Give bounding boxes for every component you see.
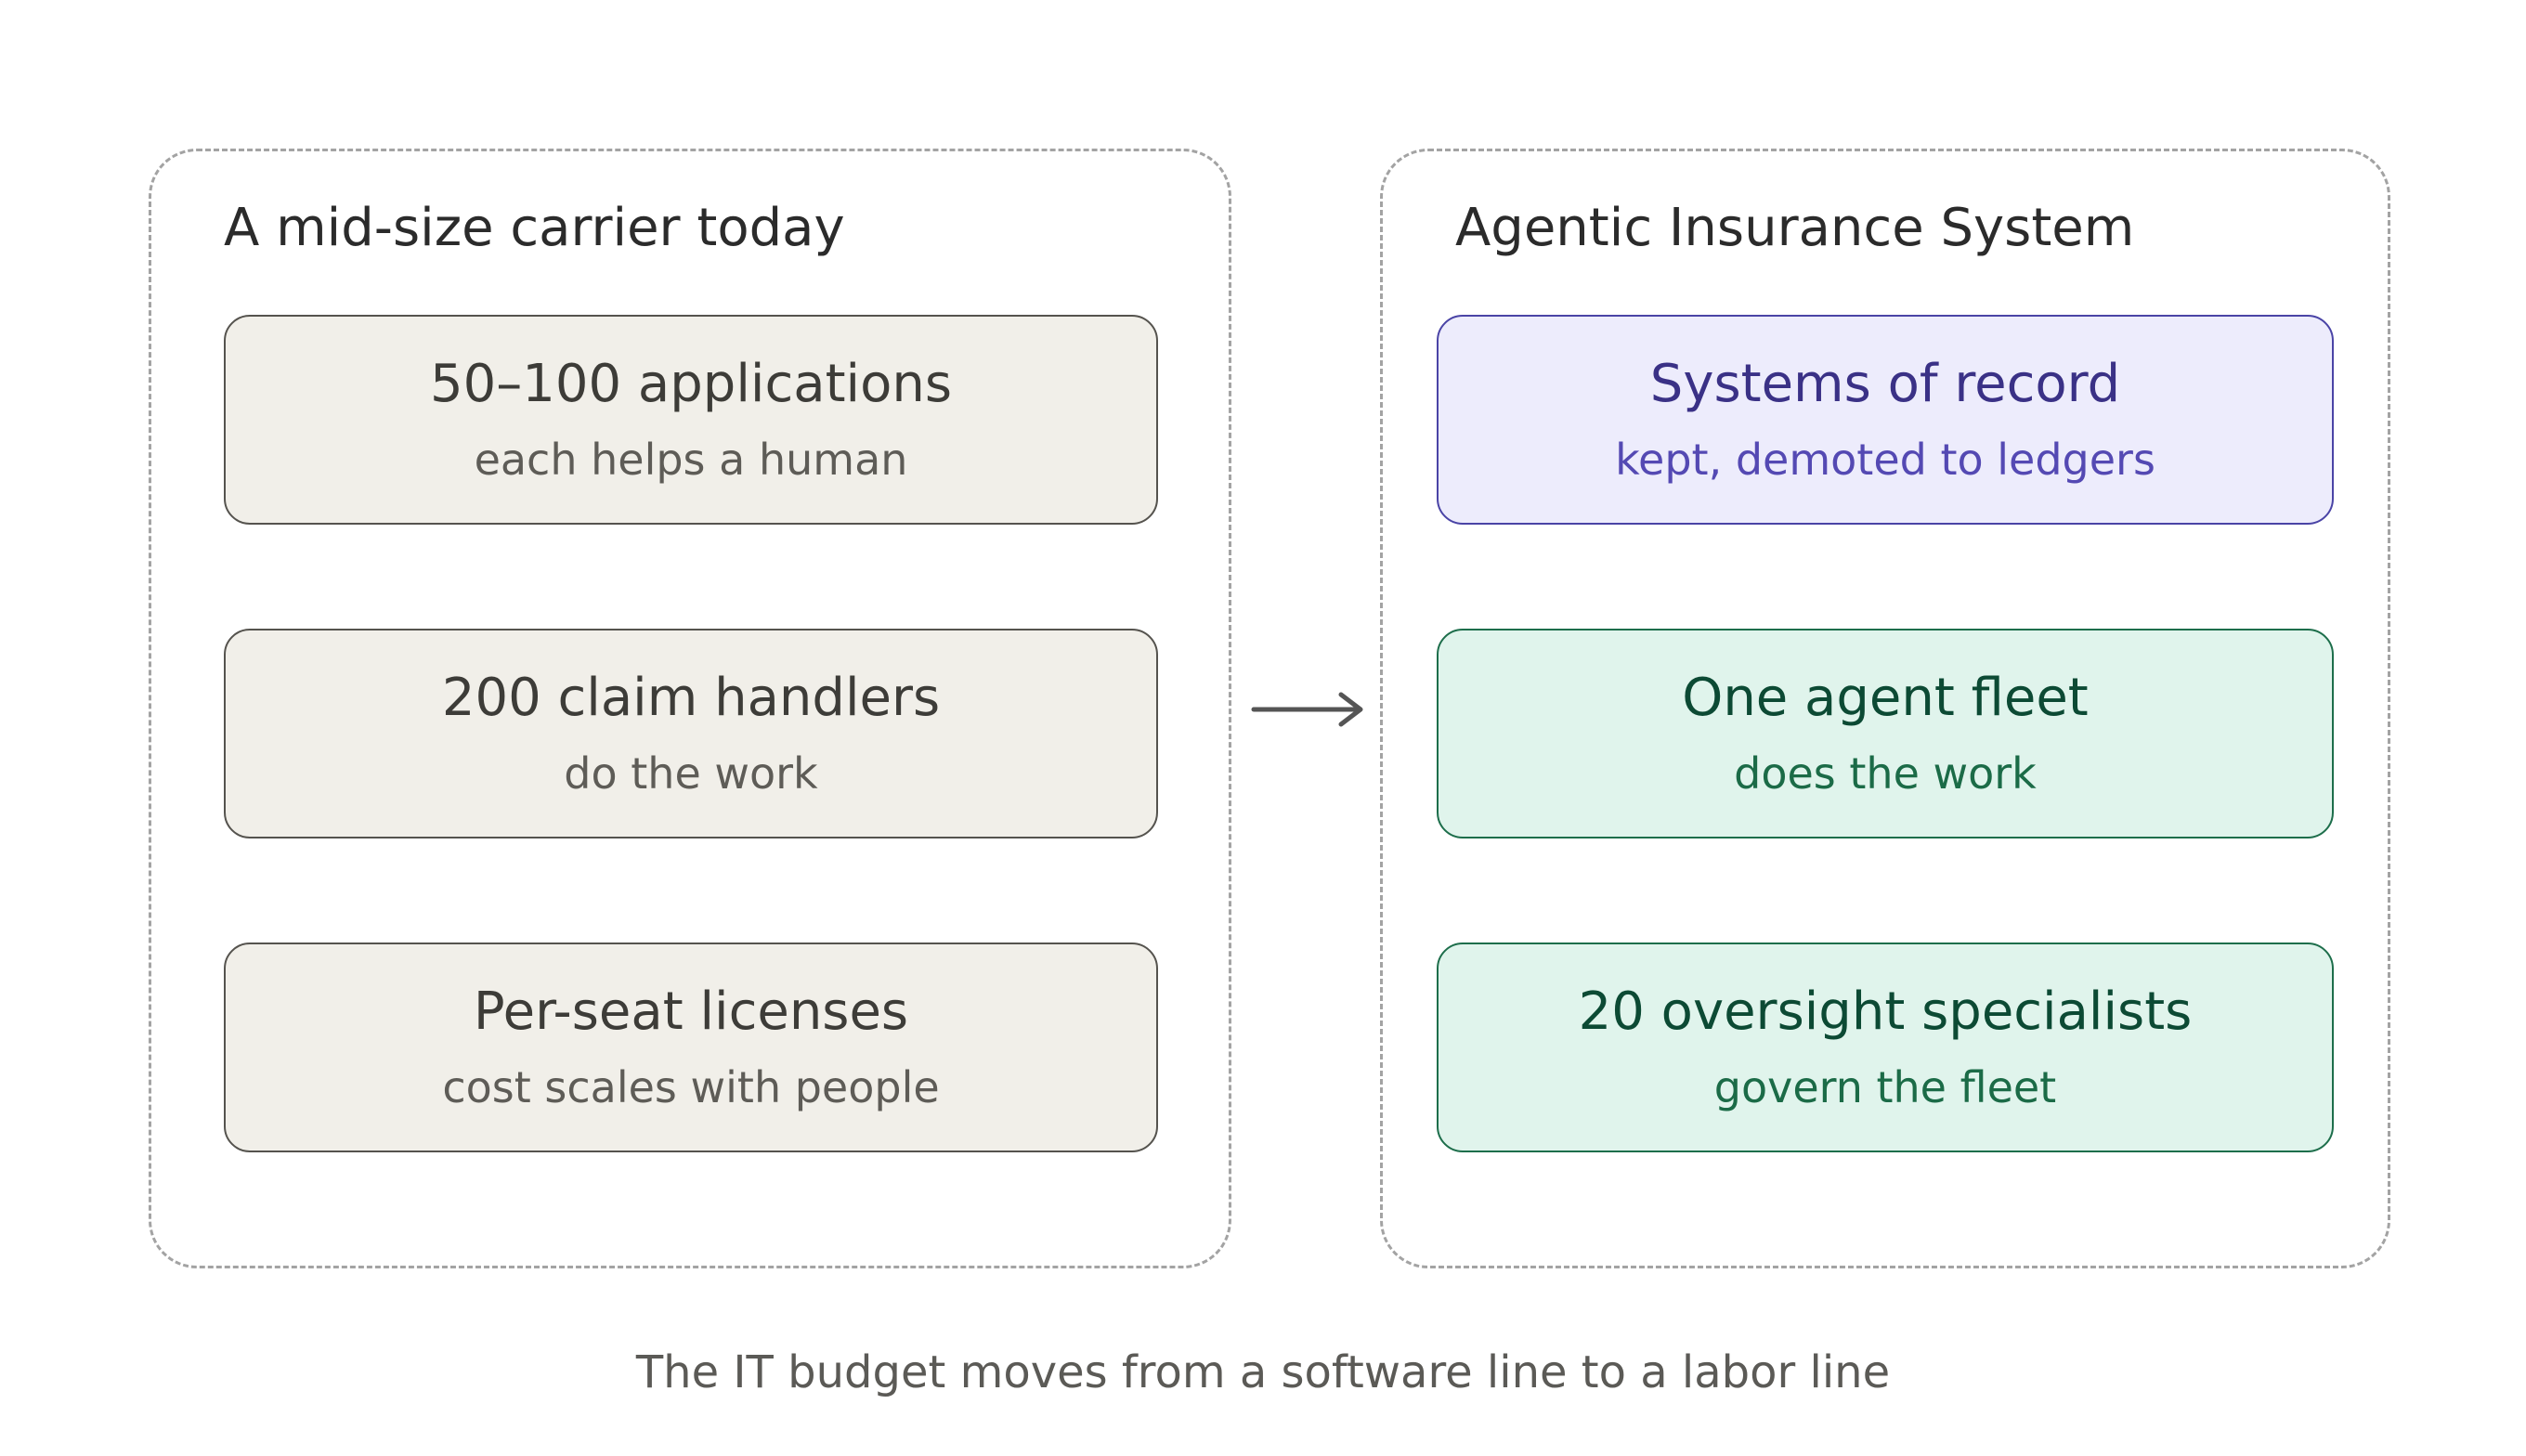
claim-handlers-box-subtitle: do the work (564, 748, 818, 799)
oversight-specialists-box: 20 oversight specialists govern the flee… (1437, 942, 2334, 1152)
systems-of-record-box: Systems of record kept, demoted to ledge… (1437, 315, 2334, 525)
systems-of-record-box-subtitle: kept, demoted to ledgers (1615, 435, 2155, 485)
licenses-box: Per-seat licenses cost scales with peopl… (224, 942, 1158, 1152)
licenses-box-subtitle: cost scales with people (442, 1062, 940, 1112)
applications-box-subtitle: each helps a human (474, 435, 908, 485)
claim-handlers-box-title: 200 claim handlers (441, 668, 941, 728)
applications-box: 50–100 applications each helps a human (224, 315, 1158, 525)
agent-fleet-box-title: One agent fleet (1682, 668, 2089, 728)
agent-fleet-box: One agent fleet does the work (1437, 629, 2334, 838)
agent-fleet-box-subtitle: does the work (1734, 748, 2037, 799)
current-state-group: A mid-size carrier today 50–100 applicat… (149, 149, 1231, 1268)
current-state-title: A mid-size carrier today (224, 198, 845, 258)
oversight-specialists-box-subtitle: govern the fleet (1713, 1062, 2057, 1112)
agentic-system-group: Agentic Insurance System Systems of reco… (1380, 149, 2390, 1268)
systems-of-record-box-title: Systems of record (1649, 354, 2121, 414)
oversight-specialists-box-title: 20 oversight specialists (1578, 982, 2193, 1042)
licenses-box-title: Per-seat licenses (473, 982, 909, 1042)
agentic-system-title: Agentic Insurance System (1455, 198, 2135, 258)
arrow-right-icon (1251, 692, 1363, 727)
diagram-caption: The IT budget moves from a software line… (635, 1346, 1891, 1398)
claim-handlers-box: 200 claim handlers do the work (224, 629, 1158, 838)
applications-box-title: 50–100 applications (429, 354, 953, 414)
